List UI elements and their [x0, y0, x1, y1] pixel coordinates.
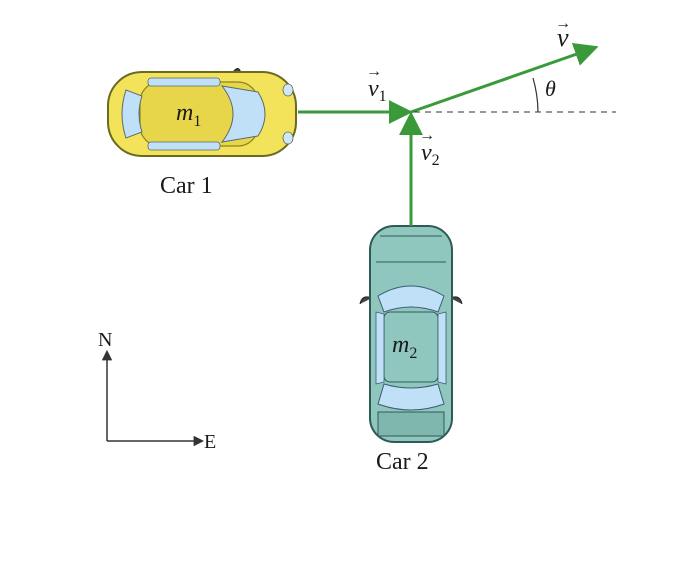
- compass-north-label: N: [98, 329, 112, 351]
- car-1: [107, 68, 297, 157]
- mass-2-label: m2: [392, 332, 417, 362]
- v1-label: v1: [368, 76, 387, 105]
- compass: N E: [98, 329, 216, 453]
- car-2: [359, 225, 463, 443]
- v-final-arrow: [410, 43, 599, 114]
- v-label: v: [557, 23, 569, 52]
- theta-arc: [532, 77, 539, 113]
- compass-east-label: E: [204, 431, 216, 453]
- mass-1-label: m1: [176, 100, 201, 130]
- v-vector-mark: →: [555, 15, 571, 32]
- v2-vector-mark: →: [419, 127, 435, 144]
- v2-label: v2: [421, 140, 440, 169]
- v1-vector-mark: →: [366, 63, 382, 80]
- theta-label: θ: [545, 76, 556, 101]
- car-2-caption: Car 2: [376, 449, 429, 475]
- car-1-caption: Car 1: [160, 173, 213, 199]
